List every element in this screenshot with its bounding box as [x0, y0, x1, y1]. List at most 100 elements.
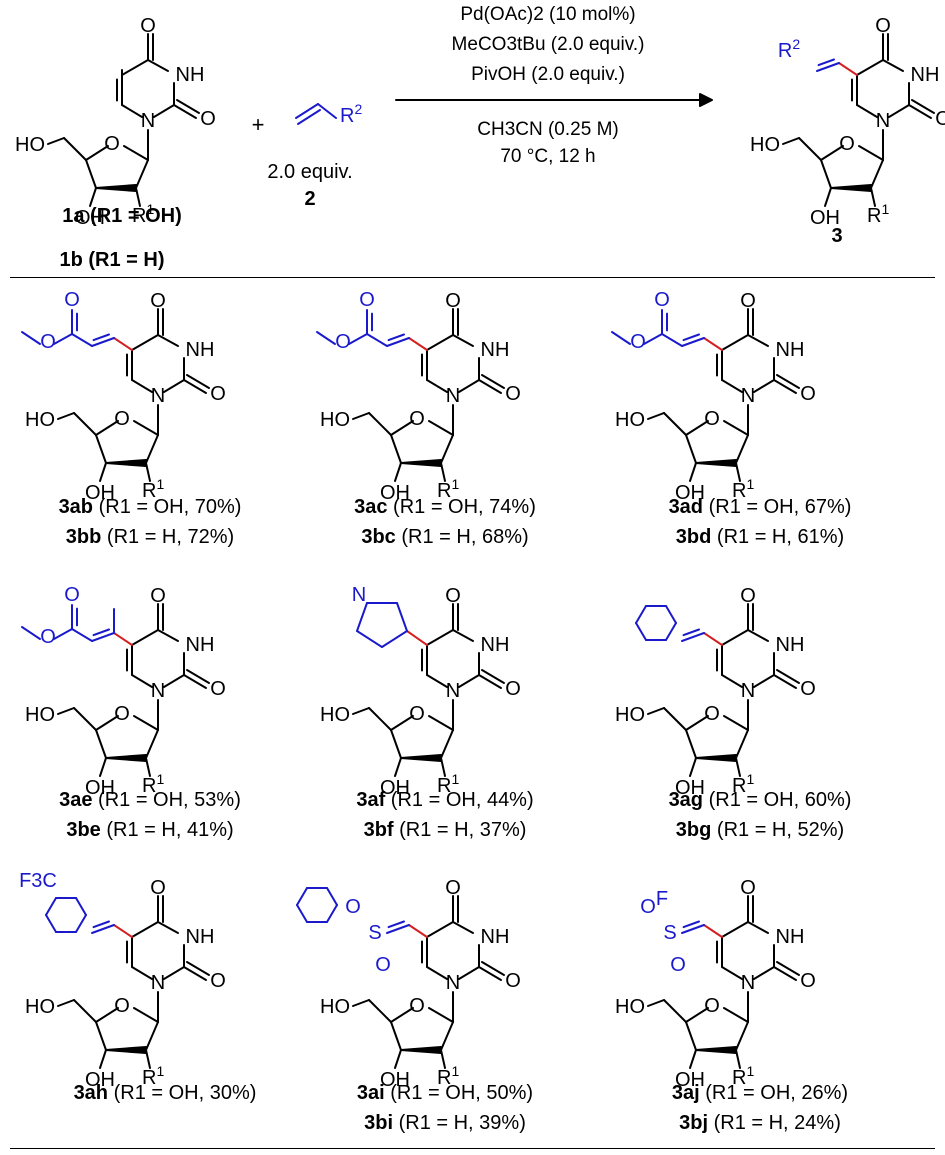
oxygen-label: O: [409, 995, 425, 1017]
ring-bond: [685, 1007, 709, 1023]
ring-bond: [428, 715, 454, 731]
phenyl-ring: [635, 605, 647, 624]
vinyl-bond: [682, 920, 700, 929]
vinyl-bond: [682, 333, 700, 342]
ring-bond: [426, 966, 448, 980]
ring-bond: [685, 715, 709, 731]
vinyl-bond: [91, 632, 115, 642]
compound-id: 3bg: [675, 819, 712, 841]
alkene-bond: [297, 109, 321, 125]
ring-bond: [131, 966, 153, 980]
hydroxyl-label: OH: [675, 482, 705, 504]
wedge-bond: [695, 459, 737, 467]
ring-bond: [882, 59, 904, 72]
yield-text: (R1 = OH, 70%): [93, 496, 242, 518]
ring-bond: [85, 159, 97, 189]
oxygen-label: O: [375, 954, 391, 976]
carbonyl: [183, 966, 207, 981]
nitrogen-label: N: [446, 385, 460, 407]
phenyl-ring: [75, 897, 87, 916]
nitrogen-label: N: [151, 385, 165, 407]
r1-label: R1: [732, 476, 754, 502]
hydroxyl-label: HO: [25, 409, 55, 431]
carbonyl: [183, 379, 207, 394]
hydroxyl-label: HO: [615, 409, 645, 431]
oxygen-label: O: [104, 133, 120, 155]
fluorine-label: F: [656, 888, 668, 910]
cf3-label: F3C: [19, 870, 57, 892]
r1-label: R1: [142, 771, 164, 797]
oxygen-label: O: [210, 383, 226, 405]
nh-label: NH: [176, 64, 205, 86]
ring-bond: [747, 334, 769, 347]
vinyl-bond: [387, 333, 405, 342]
oxygen-label: O: [740, 290, 756, 312]
oxygen-label: O: [40, 331, 56, 353]
new-cc-bond: [703, 337, 723, 351]
phenyl-ring: [665, 622, 677, 641]
compound-id: 3bb: [65, 526, 102, 548]
oxygen-label: O: [654, 289, 670, 311]
carbonyl: [481, 961, 505, 976]
wedge-bond: [105, 754, 147, 762]
ring-bond: [753, 379, 775, 393]
oxygen-label: O: [505, 383, 521, 405]
ester-bond: [643, 333, 663, 345]
wedge-bond: [400, 459, 442, 467]
condition-3: PivOH (2.0 equiv.): [471, 64, 625, 85]
oh-bond: [689, 462, 697, 482]
ring-bond: [721, 334, 749, 351]
new-cc-bond: [408, 337, 428, 351]
ring-bond: [390, 1021, 402, 1051]
ring-bond: [157, 334, 179, 347]
hydroxyl-label: OH: [85, 777, 115, 799]
oh-bond: [89, 187, 97, 207]
vinyl-bond: [681, 337, 705, 347]
condition-1: Pd(OAc)2 (10 mol%): [460, 4, 635, 25]
compound-id: 3bi: [364, 1112, 394, 1134]
oxygen-label: O: [64, 584, 80, 606]
ring-bond: [856, 59, 884, 76]
phenyl-ring: [665, 605, 677, 624]
carbonyl: [173, 104, 197, 119]
r-bond: [145, 757, 151, 777]
ring-bond: [133, 1007, 159, 1023]
ch2-bond: [798, 137, 822, 161]
hydroxyl-label: HO: [320, 704, 350, 726]
r1-label: R1: [437, 1063, 459, 1089]
maleimide-ring: [356, 602, 368, 632]
oxygen-label: O: [150, 877, 166, 899]
ring-bond: [452, 334, 474, 347]
vinyl-bond: [386, 337, 410, 347]
vinyl-bond: [92, 628, 110, 637]
hydroxyl-label: HO: [15, 134, 45, 156]
vinyl-bond: [387, 920, 405, 929]
oxygen-label: O: [800, 678, 816, 700]
hydroxyl-label: OH: [380, 482, 410, 504]
substrate-label-1b: 1b (R1 = H): [59, 249, 164, 271]
ch2-bond: [782, 137, 800, 145]
ring-bond: [163, 379, 185, 393]
product-caption: 3ag (R1 = OH, 60%)3bg (R1 = H, 52%): [650, 785, 870, 845]
new-cc-bond: [703, 924, 723, 938]
phenyl-ring: [75, 914, 87, 933]
oh-bond: [394, 1049, 402, 1069]
ring-bond: [721, 966, 743, 980]
wedge-bond: [400, 1046, 442, 1054]
ring-bond: [452, 921, 474, 934]
ring-bond: [685, 729, 697, 759]
arrow-head: [699, 93, 713, 107]
nh-label: NH: [776, 634, 805, 656]
ring-bond: [458, 966, 480, 980]
ch2-bond: [368, 412, 392, 436]
ring-bond: [440, 729, 454, 759]
oxygen-label: O: [670, 954, 686, 976]
carbonyl: [773, 966, 797, 981]
carbonyl: [478, 379, 502, 394]
r-bond: [870, 187, 876, 207]
ch2-bond: [647, 707, 665, 715]
condition-2: MeCO3tBu (2.0 equiv.): [452, 34, 645, 55]
ring-bond: [426, 629, 454, 646]
yield-text: (R1 = H, 37%): [393, 819, 527, 841]
ch2-bond: [73, 707, 97, 731]
